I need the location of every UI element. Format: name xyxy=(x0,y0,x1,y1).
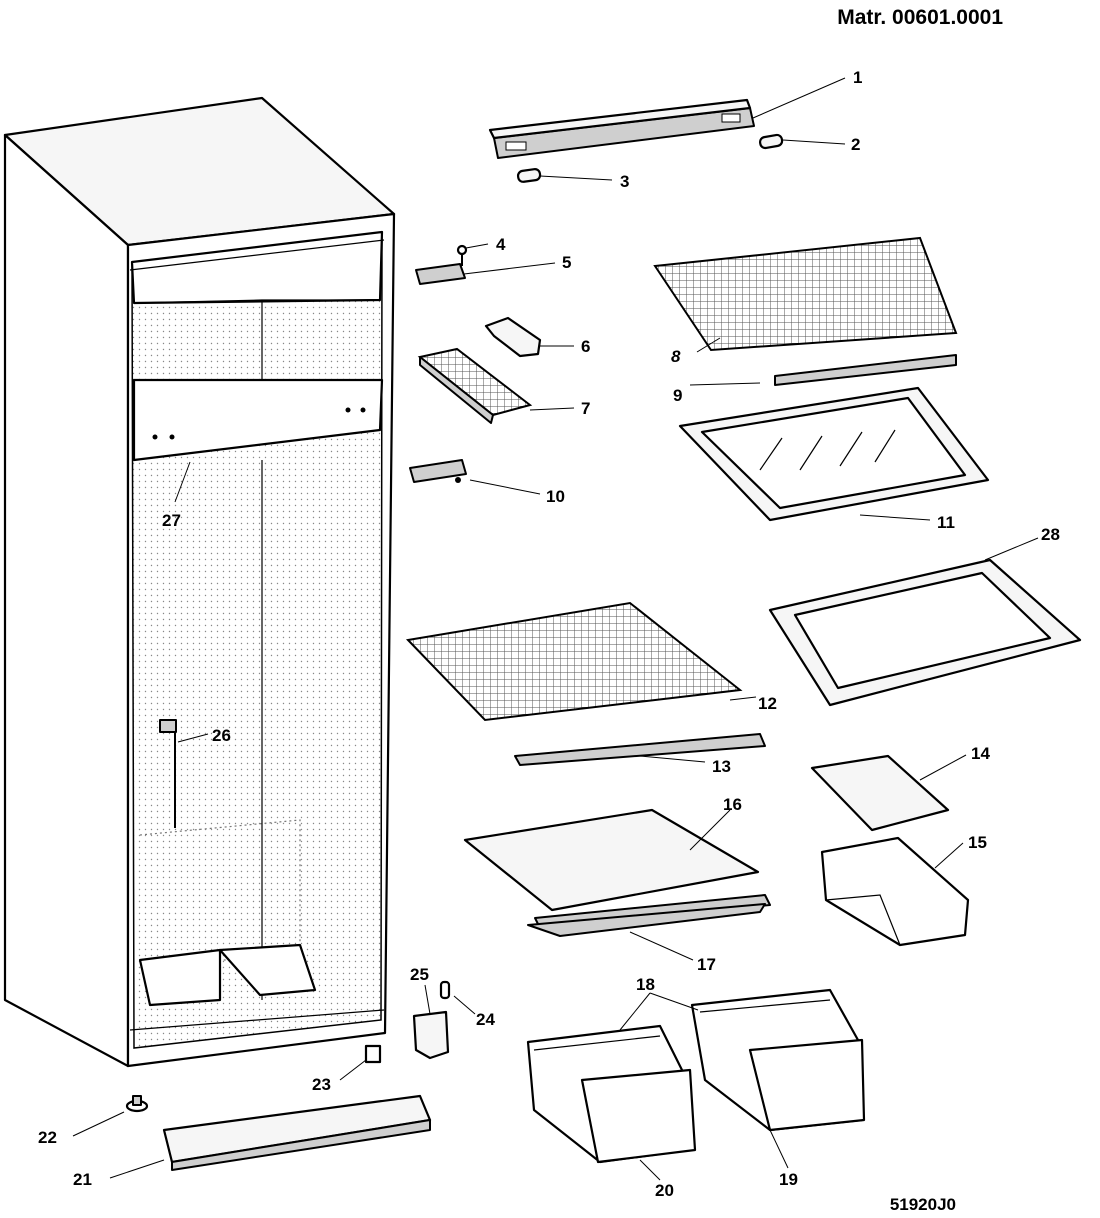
callout-22: 22 xyxy=(38,1128,57,1147)
callout-20: 20 xyxy=(655,1181,674,1200)
part-4-screw xyxy=(456,244,468,266)
callout-1: 1 xyxy=(853,68,862,87)
part-10-lower-hinge xyxy=(409,459,467,483)
part-7-control-panel xyxy=(417,347,533,424)
callout-18: 18 xyxy=(636,975,655,994)
part-5-hinge xyxy=(415,263,466,285)
part-19-crisper-right xyxy=(690,988,866,1132)
part-17-cover-rail xyxy=(527,894,771,937)
callout-9: 9 xyxy=(673,386,682,405)
callout-7: 7 xyxy=(581,399,590,418)
part-27-shelf-support-holes xyxy=(152,407,366,440)
callout-28: 28 xyxy=(1041,525,1060,544)
callout-5: 5 xyxy=(562,253,571,272)
material-number: Matr. 00601.0001 xyxy=(837,6,1003,29)
callout-27: 27 xyxy=(162,511,181,530)
part-21-bottom-trim xyxy=(162,1094,432,1171)
part-1-top-trim xyxy=(488,98,755,159)
callout-24: 24 xyxy=(476,1010,495,1029)
callout-26: 26 xyxy=(212,726,231,745)
part-24-hinge-pin xyxy=(439,980,451,1000)
part-9-shelf-rail xyxy=(774,354,957,386)
part-28-glass-shelf-frame xyxy=(768,558,1082,707)
callout-16: 16 xyxy=(723,795,742,814)
drawing-number: 51920J0 xyxy=(890,1195,956,1214)
part-15-dairy-box xyxy=(820,836,970,947)
callout-12: 12 xyxy=(758,694,777,713)
callout-21: 21 xyxy=(73,1170,92,1189)
callout-10: 10 xyxy=(546,487,565,506)
part-3-plug xyxy=(516,168,542,183)
callout-3: 3 xyxy=(620,172,629,191)
callout-8: 8 xyxy=(671,347,681,366)
callout-25: 25 xyxy=(410,965,429,984)
part-2-plug xyxy=(758,133,784,150)
part-16-glass-cover xyxy=(463,808,760,912)
part-23-clip xyxy=(364,1044,382,1064)
callout-15: 15 xyxy=(968,833,987,852)
callout-labels: 1 2 3 4 5 6 7 8 9 10 11 12 13 14 15 16 1… xyxy=(38,68,1060,1200)
callout-11: 11 xyxy=(937,513,955,532)
part-12-wire-shelf xyxy=(405,601,743,722)
refrigerator-cabinet xyxy=(3,96,396,1068)
leader-lines xyxy=(72,77,1039,1181)
part-8-wire-shelf xyxy=(653,236,958,352)
part-13-shelf-rail xyxy=(514,733,766,766)
callout-2: 2 xyxy=(851,135,860,154)
callout-23: 23 xyxy=(312,1075,331,1094)
callout-13: 13 xyxy=(712,757,731,776)
callout-6: 6 xyxy=(581,337,590,356)
part-11-glass-shelf xyxy=(678,386,990,522)
callout-19: 19 xyxy=(779,1170,798,1189)
callout-17: 17 xyxy=(697,955,716,974)
callout-14: 14 xyxy=(971,744,990,763)
part-14-dairy-lid xyxy=(810,754,950,832)
part-25-door-hinge-bracket xyxy=(412,1010,450,1060)
part-22-adjustable-foot xyxy=(125,1095,149,1113)
part-6-thermostat-knob xyxy=(484,316,542,358)
part-20-crisper-left xyxy=(526,1024,697,1164)
part-26-thermostat-bulb xyxy=(159,719,177,828)
callout-4: 4 xyxy=(496,235,506,254)
